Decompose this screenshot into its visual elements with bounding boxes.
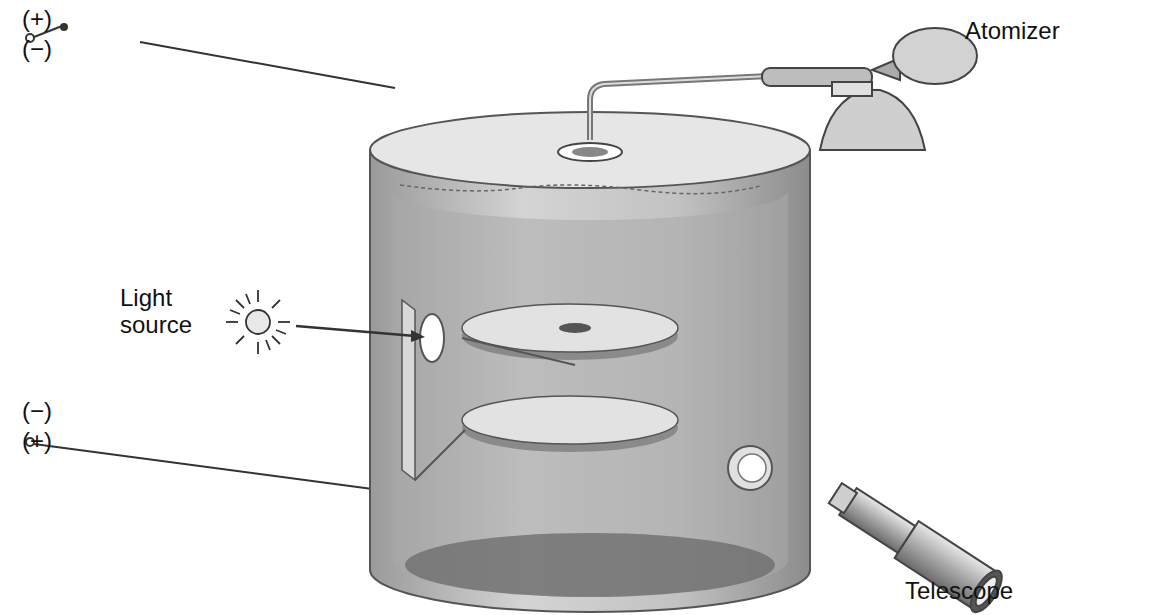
terminal-label: (−) <box>22 398 82 425</box>
label-anchor: Telescope <box>905 578 1055 605</box>
label-anchor: (−) <box>22 398 82 425</box>
atomizer-symbol <box>590 28 977 150</box>
part-label: Light source <box>120 285 215 339</box>
label-anchor: Light source <box>120 285 215 339</box>
terminal-label: (−) <box>22 36 82 63</box>
wires <box>26 24 395 492</box>
label-anchor: (−) <box>22 36 82 63</box>
terminal-label: (+) <box>22 6 82 33</box>
label-anchor: Atomizer <box>965 18 1115 45</box>
label-anchor: (+) <box>22 428 82 455</box>
chamber <box>370 112 810 612</box>
part-label: Telescope <box>905 578 1055 605</box>
label-anchor: (+) <box>22 6 82 33</box>
part-label: Atomizer <box>965 18 1115 45</box>
terminal-label: (+) <box>22 428 82 455</box>
light-source-symbol <box>226 290 425 354</box>
